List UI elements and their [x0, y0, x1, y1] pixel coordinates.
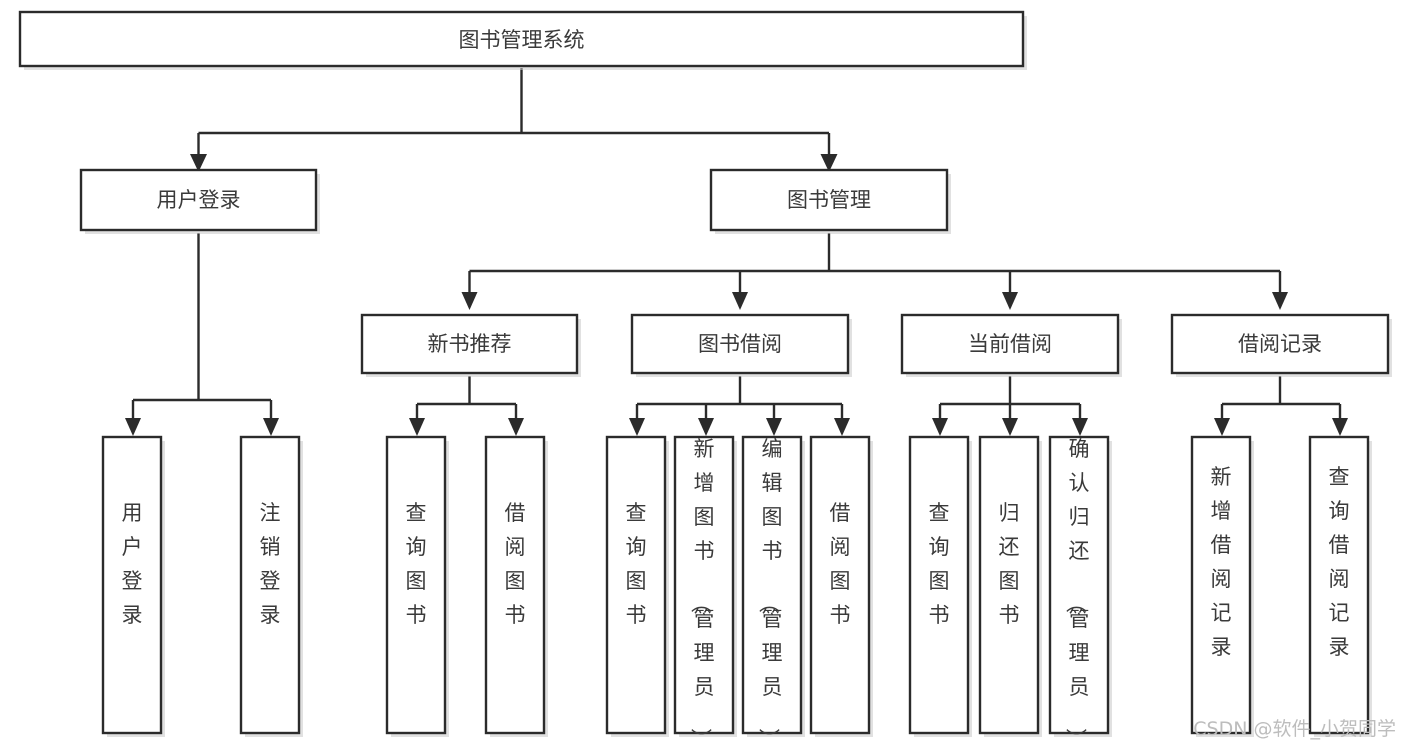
arrow-to-leaf-query-book-2	[629, 418, 645, 436]
node-book-management[interactable]: 图书管理	[709, 168, 951, 234]
node-leaf-query-book-2[interactable]: 查询图书	[605, 435, 669, 737]
node-leaf-query-record-label: 查询借阅记录	[1329, 465, 1350, 659]
node-leaf-user-login[interactable]: 用户登录	[101, 435, 165, 737]
node-leaf-borrow-book-1-label: 借阅图书	[505, 501, 526, 627]
node-leaf-borrow-book-2-label: 借阅图书	[830, 501, 851, 627]
node-borrow-record-box	[1170, 313, 1390, 375]
node-leaf-return-book-label: 归还图书	[999, 501, 1020, 627]
arrow-to-leaf-add-book	[698, 418, 714, 436]
arrow-to-leaf-borrow-book-2	[834, 418, 850, 436]
node-book-borrow-label: 图书借阅	[698, 332, 782, 356]
node-borrow-record-label: 借阅记录	[1238, 332, 1322, 356]
node-leaf-user-login-box	[101, 435, 163, 735]
arrow-to-leaf-edit-book	[766, 418, 782, 436]
node-leaf-add-record[interactable]: 新增借阅记录	[1190, 435, 1254, 737]
node-new-book-recommend-label: 新书推荐	[428, 332, 512, 356]
arrow-to-book-management	[820, 154, 838, 172]
node-user-login-box	[79, 168, 318, 232]
node-book-management-box	[709, 168, 949, 232]
node-leaf-add-book[interactable]: 新增图书（管理员）	[673, 435, 737, 747]
node-leaf-confirm-return-box	[1048, 435, 1110, 735]
connector-layer	[125, 68, 1348, 436]
node-leaf-confirm-return-label: 确认归还（管理员）	[1064, 437, 1090, 747]
arrow-to-user-login	[190, 154, 207, 172]
arrow-to-leaf-user-login	[125, 418, 141, 436]
node-leaf-user-login-label: 用户登录	[122, 501, 143, 627]
node-root-label: 图书管理系统	[459, 28, 585, 52]
arrow-to-leaf-borrow-book-1	[508, 418, 524, 436]
node-user-login-label: 用户登录	[157, 188, 241, 212]
arrow-to-leaf-query-book-3	[932, 418, 948, 436]
node-new-book-recommend[interactable]: 新书推荐	[360, 313, 581, 377]
node-root[interactable]: 图书管理系统	[18, 10, 1027, 70]
node-leaf-confirm-return[interactable]: 确认归还（管理员）	[1048, 435, 1112, 747]
node-book-borrow[interactable]: 图书借阅	[630, 313, 852, 377]
node-leaf-borrow-book-2-box	[809, 435, 871, 735]
node-leaf-borrow-book-1[interactable]: 借阅图书	[484, 435, 548, 737]
arrow-to-leaf-return-book	[1002, 418, 1018, 436]
node-current-borrow-box	[900, 313, 1120, 375]
arrow-to-leaf-query-record	[1332, 418, 1348, 436]
arrow-to-leaf-logout-login	[263, 418, 279, 436]
node-leaf-query-book-2-label: 查询图书	[626, 501, 647, 627]
node-leaf-add-record-box	[1190, 435, 1252, 735]
node-root-box	[18, 10, 1025, 68]
node-leaf-edit-book-box	[741, 435, 803, 735]
node-leaf-add-book-box	[673, 435, 735, 735]
arrow-to-new-book-recommend	[461, 292, 478, 310]
node-leaf-logout-login-box	[239, 435, 301, 735]
arrow-to-borrow-record	[1272, 292, 1288, 310]
arrow-to-current-borrow	[1002, 292, 1018, 310]
node-leaf-query-book-2-box	[605, 435, 667, 735]
node-leaf-borrow-book-1-box	[484, 435, 546, 735]
node-leaf-query-record-box	[1308, 435, 1370, 735]
node-leaf-query-book-3-box	[908, 435, 970, 735]
node-current-borrow-label: 当前借阅	[968, 332, 1052, 356]
node-new-book-recommend-box	[360, 313, 579, 375]
csdn-watermark: CSDN @软件_小贺同学	[1193, 718, 1396, 740]
arrow-to-leaf-add-record	[1214, 418, 1230, 436]
node-leaf-query-book-3[interactable]: 查询图书	[908, 435, 972, 737]
node-leaf-edit-book[interactable]: 编辑图书（管理员）	[741, 435, 805, 747]
node-leaf-query-book-1-label: 查询图书	[406, 501, 427, 627]
node-leaf-logout-login-label: 注销登录	[260, 501, 281, 627]
node-leaf-add-book-label: 新增图书（管理员）	[689, 437, 715, 747]
node-leaf-logout-login[interactable]: 注销登录	[239, 435, 303, 737]
node-leaf-add-record-label: 新增借阅记录	[1211, 465, 1232, 659]
node-book-management-label: 图书管理	[787, 188, 871, 212]
node-book-borrow-box	[630, 313, 850, 375]
arrow-to-book-borrow	[732, 292, 748, 310]
node-borrow-record[interactable]: 借阅记录	[1170, 313, 1392, 377]
node-leaf-borrow-book-2[interactable]: 借阅图书	[809, 435, 873, 737]
node-leaf-query-record[interactable]: 查询借阅记录	[1308, 435, 1372, 737]
node-leaf-query-book-1[interactable]: 查询图书	[385, 435, 449, 737]
node-current-borrow[interactable]: 当前借阅	[900, 313, 1122, 377]
node-leaf-edit-book-label: 编辑图书（管理员）	[757, 437, 783, 747]
node-leaf-return-book[interactable]: 归还图书	[978, 435, 1042, 737]
arrow-to-leaf-confirm-return	[1072, 418, 1088, 436]
node-user-login[interactable]: 用户登录	[79, 168, 320, 234]
node-leaf-query-book-1-box	[385, 435, 447, 735]
node-leaf-return-book-box	[978, 435, 1040, 735]
node-leaf-query-book-3-label: 查询图书	[929, 501, 950, 627]
arrow-to-leaf-query-book-1	[409, 418, 425, 436]
